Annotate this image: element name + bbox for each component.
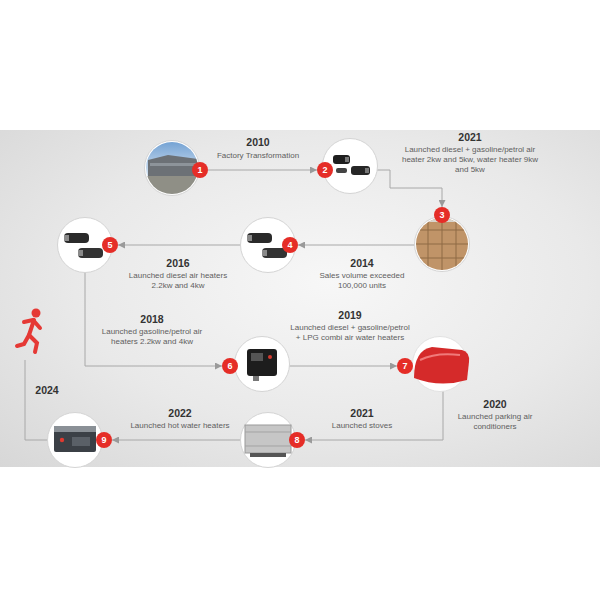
step-badge: 6 xyxy=(222,358,238,374)
runner-arms xyxy=(24,320,40,328)
timeline-arrow xyxy=(208,170,317,171)
step-badge: 2 xyxy=(317,162,333,178)
callout-number: 1 xyxy=(197,166,202,175)
year-label: 2014 xyxy=(332,257,392,269)
heater-unit xyxy=(78,248,103,258)
milestone-text: Launched stoves xyxy=(312,421,412,431)
air-conditioner-photo xyxy=(413,337,470,392)
heater-part xyxy=(336,168,347,173)
heater-end xyxy=(64,235,69,241)
milestone-text: Launched diesel air heaters 2.2kw and 4k… xyxy=(121,271,236,291)
runner-head xyxy=(32,309,41,318)
stove-photo xyxy=(241,413,296,468)
heater-end xyxy=(78,250,83,256)
heater-unit xyxy=(247,233,272,243)
carton-edges xyxy=(414,216,470,272)
step-badge: 4 xyxy=(282,237,298,253)
milestone-text: Launched parking air conditioners xyxy=(450,412,540,432)
milestone-text: Launched diesel + gasoline/petrol air he… xyxy=(399,145,541,175)
water-heater-top xyxy=(54,426,96,432)
step-badge: 7 xyxy=(397,358,413,374)
heater-light xyxy=(268,355,272,359)
combi-heater-photo xyxy=(235,337,290,392)
step-badge: 5 xyxy=(102,237,118,253)
callout-number: 7 xyxy=(402,362,407,371)
heater-detail xyxy=(365,168,369,173)
step-badge: 8 xyxy=(289,432,305,448)
carton-stack xyxy=(414,216,470,272)
heater-unit xyxy=(351,166,370,175)
heater-panel xyxy=(251,353,263,361)
milestone-text: Sales volume exceeded 100,000 units xyxy=(310,271,415,291)
milestone-text: Factory Transformation xyxy=(198,151,318,161)
water-heater-panel xyxy=(72,437,90,446)
year-label: 2024 xyxy=(32,384,62,396)
water-heater-light xyxy=(60,438,64,442)
factory-windows xyxy=(150,163,196,166)
year-label: 2016 xyxy=(148,257,208,269)
ac-unit xyxy=(414,347,469,384)
callout-number: 5 xyxy=(107,241,112,250)
callout-number: 8 xyxy=(294,436,299,445)
callout-number: 4 xyxy=(287,241,292,250)
timeline-line xyxy=(25,360,48,440)
year-label: 2021 xyxy=(332,407,392,419)
milestone-text: Launched diesel + gasoline/petrol + LPG … xyxy=(288,323,412,343)
photo-circle xyxy=(241,413,296,468)
callout-number: 3 xyxy=(439,211,444,220)
runner-legs xyxy=(17,335,37,352)
callout-number: 6 xyxy=(227,362,232,371)
year-label: 2022 xyxy=(150,407,210,419)
step-badge: 3 xyxy=(434,207,450,223)
photo-circle xyxy=(48,413,103,468)
photo-circle xyxy=(415,217,470,272)
year-label: 2010 xyxy=(228,136,288,148)
callout-number: 9 xyxy=(101,436,106,445)
heater-pipe xyxy=(253,376,259,381)
factory-building xyxy=(148,155,198,176)
water-heater-body xyxy=(54,426,96,452)
stove-body xyxy=(245,425,291,453)
ground xyxy=(140,176,204,196)
step-badge: 1 xyxy=(192,162,208,178)
photo-circle xyxy=(235,337,290,392)
stove-base xyxy=(250,453,286,457)
runner-icon xyxy=(17,309,41,353)
heater-body xyxy=(247,349,277,376)
milestone-text: Launched gasoline/petrol air heaters 2.2… xyxy=(91,327,213,347)
step-badge: 9 xyxy=(96,432,112,448)
heater-detail xyxy=(345,157,349,162)
water-heater-photo xyxy=(48,413,103,468)
year-label: 2019 xyxy=(320,309,380,321)
milestone-text: Launched hot water heaters xyxy=(118,421,242,431)
stove-lines xyxy=(245,432,291,446)
heater-end xyxy=(247,235,252,241)
heater-unit xyxy=(333,155,350,164)
callout-number: 2 xyxy=(322,166,327,175)
heater-unit xyxy=(64,233,89,243)
boxes-photo xyxy=(414,216,470,272)
year-label: 2020 xyxy=(465,398,525,410)
ac-highlight xyxy=(420,354,460,360)
heater-end xyxy=(262,250,267,256)
year-label: 2021 xyxy=(440,131,500,143)
year-label: 2018 xyxy=(122,313,182,325)
